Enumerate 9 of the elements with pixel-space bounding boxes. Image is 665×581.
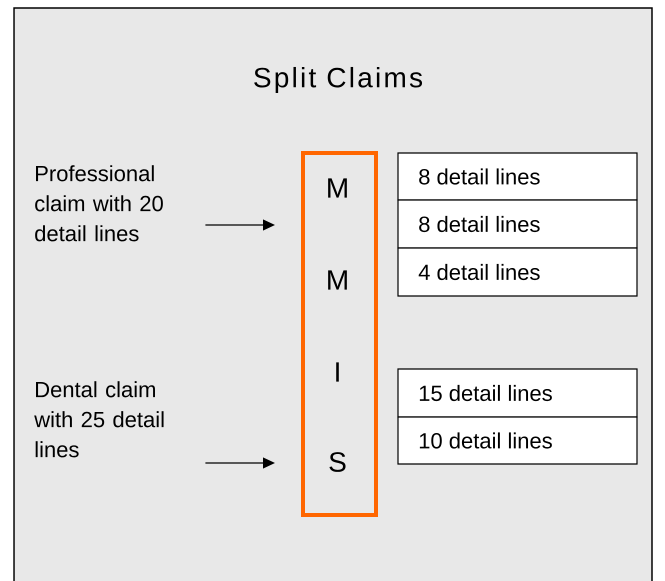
detail-box: 15 detail lines	[397, 368, 638, 418]
detail-box: 8 detail lines	[397, 199, 638, 249]
detail-box: 4 detail lines	[397, 247, 638, 297]
detail-box: 10 detail lines	[397, 416, 638, 465]
detail-box: 8 detail lines	[397, 152, 638, 201]
title: Split Claims	[254, 66, 422, 94]
claim-label: Dental claim with 25 detail lines	[34, 381, 164, 458]
system-box: M M I S	[301, 151, 378, 517]
claim-label: Professional claim with 20 detail lines	[35, 165, 163, 242]
